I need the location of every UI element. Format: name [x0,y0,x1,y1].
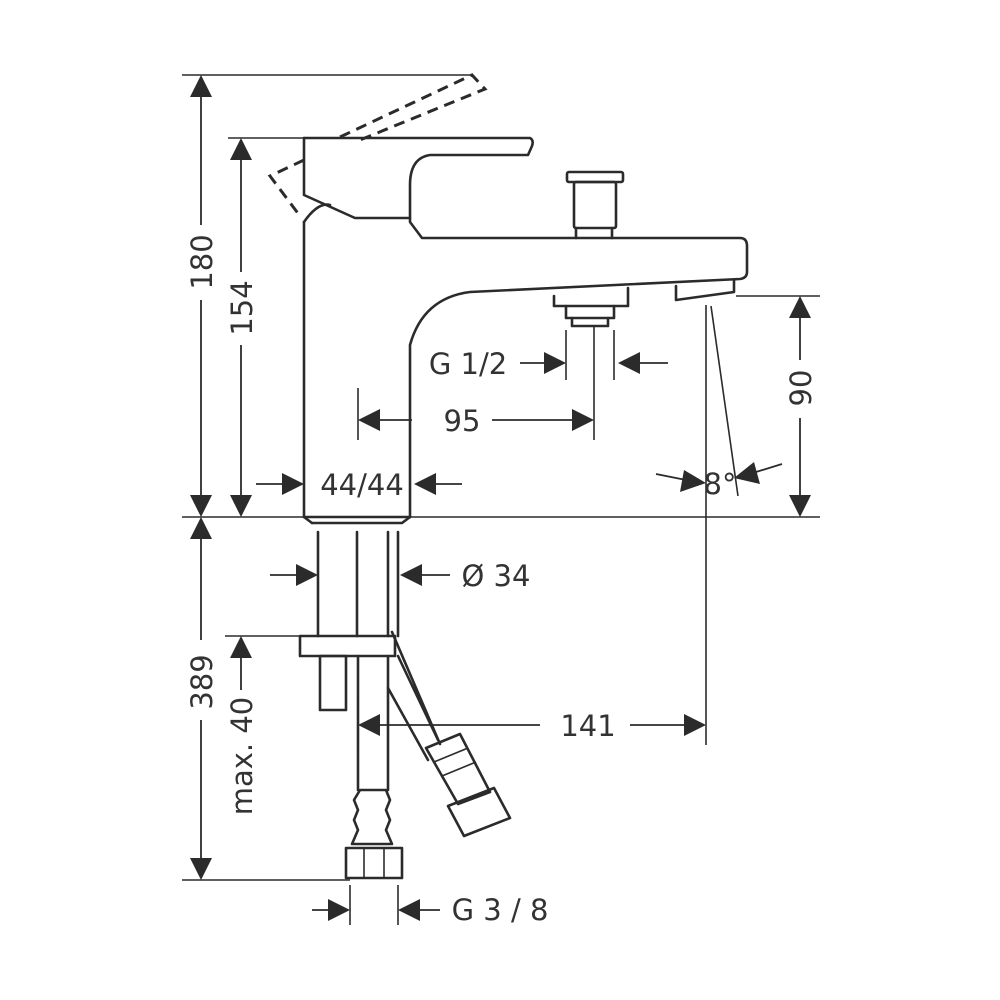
dimension-labels: 180 154 389 max. 40 90 G 1/2 95 44/44 8°… [185,234,818,927]
diverter-knob [565,170,625,240]
aerator-outlet [552,278,736,328]
faucet-outline [182,73,820,880]
dim-max-deck-label: max. 40 [225,697,259,816]
dimension-lines [190,75,811,921]
dim-spout-angle-label: 8° [704,467,737,501]
dim-body-height-label: 154 [225,280,259,335]
dim-projection-label: 141 [560,709,615,743]
dim-overall-height-label: 180 [185,234,219,289]
dim-body-size-label: 44/44 [320,468,404,502]
dim-outlet-thread-label: G 1/2 [429,347,507,381]
dim-hose-thread-label: G 3 / 8 [452,893,549,927]
dim-bottom-length-label: 389 [185,654,219,709]
lever-handle [302,136,749,519]
supply-tube-angled [386,630,512,838]
dim-base-diameter-label: Ø 34 [462,559,531,593]
dim-outlet-offset-label: 95 [444,404,481,438]
supply-tube-straight [298,530,404,880]
lever-raised-position [267,73,488,217]
extension-lines [182,74,820,925]
dim-spout-height-label: 90 [784,370,818,407]
